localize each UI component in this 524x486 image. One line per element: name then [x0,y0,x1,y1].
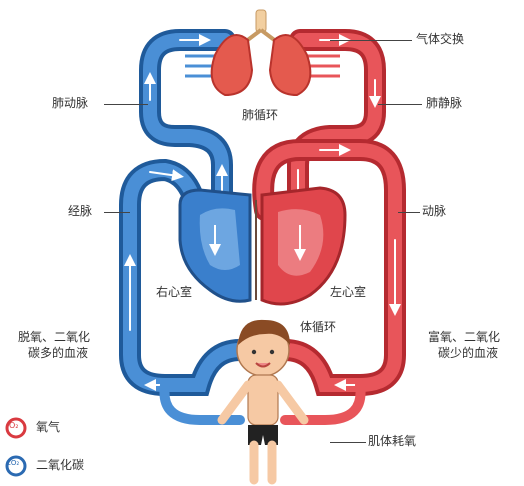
vein-leader [104,212,130,213]
deoxygenated-blood-label-2: 碳多的血液 [28,346,89,360]
lungs [210,9,312,97]
pulmonary-artery-leader [104,104,148,105]
legend-co2-label: 二氧化碳 [36,458,85,472]
deoxygenated-blood-label-1: 脱氧、二氧化 [18,330,91,344]
oxygenated-blood-label-2: 碳少的血液 [438,346,499,360]
heart [178,186,347,306]
legend-co2-symbol: CO₂ [6,459,20,467]
lung-capillaries [185,54,340,78]
systemic-circulation-label: 体循环 [300,320,337,334]
tissue-leader [330,442,366,443]
gas-exchange-leader [330,40,412,41]
left-ventricle-label: 左心室 [330,285,367,299]
tissue-consumption-label: 肌体耗氧 [368,434,417,448]
artery-leader [398,212,420,213]
legend-co2-icon [5,455,27,477]
systemic-artery-vessel [252,139,406,396]
child-figure [217,319,309,485]
right-ventricle-label: 右心室 [156,285,193,299]
body-capillaries [159,380,366,425]
pulmonary-vein-leader [378,104,422,105]
legend-oxygen-icon [5,417,27,439]
legend-oxygen-label: 氧气 [36,420,61,434]
vein-label: 经脉 [68,204,93,218]
gas-exchange-label: 气体交换 [416,32,465,46]
pulmonary-circulation-label: 肺循环 [242,108,279,122]
pulmonary-vein-label: 肺静脉 [426,96,463,110]
artery-label: 动脉 [422,204,447,218]
legend-oxygen-symbol: O₂ [9,421,19,430]
systemic-vein-vessel [119,158,251,396]
oxygenated-blood-label-1: 富氧、二氧化 [428,330,501,344]
pulmonary-artery-label: 肺动脉 [52,96,89,110]
